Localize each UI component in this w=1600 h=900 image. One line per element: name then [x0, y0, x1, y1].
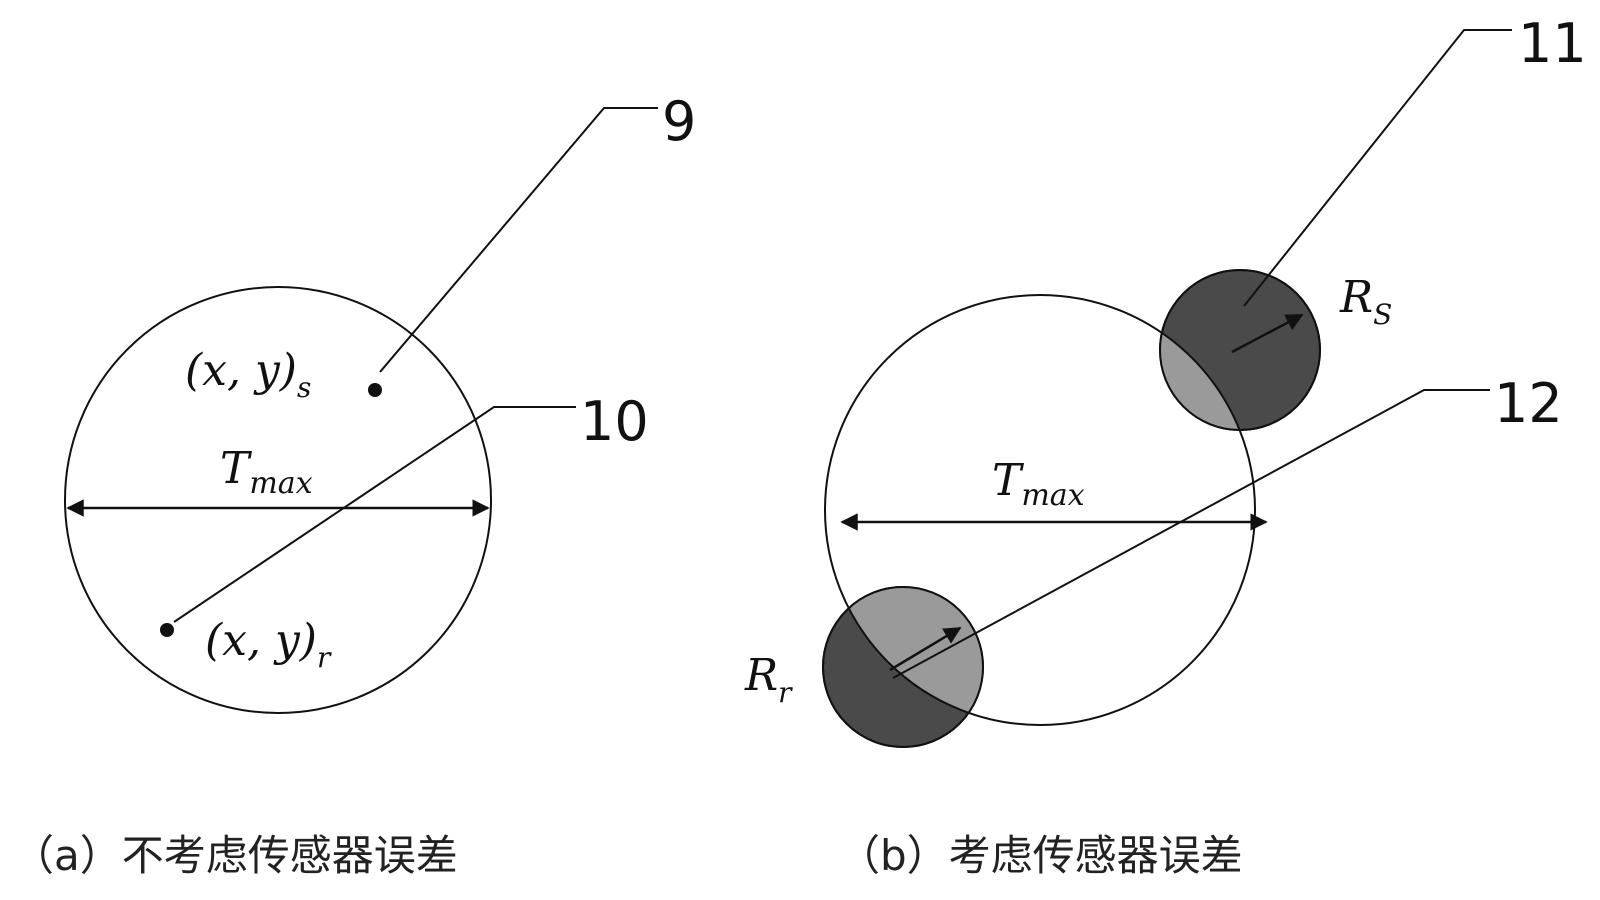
callout-line-9 — [379, 107, 658, 373]
sensor-error-outline-r — [822, 586, 984, 748]
callout-number-10: 10 — [580, 390, 649, 453]
point-r-label: (x, y)r — [205, 615, 332, 674]
tolerance-circle-a — [64, 286, 492, 714]
sensor-point-r — [160, 623, 174, 637]
sensor-error-outline-s — [1159, 269, 1321, 431]
radius-label-s: RS — [1339, 272, 1392, 331]
tolerance-circle-b — [824, 294, 1256, 726]
radius-label-r: Rr — [744, 650, 793, 709]
radius-arrow-r — [889, 626, 962, 672]
diameter-label-b: Tmax — [992, 455, 1085, 513]
callout-line-12 — [892, 389, 1490, 679]
callout-line-10 — [173, 406, 576, 623]
panel-a: Tmax (x, y)s (x, y)r 9 10 （a）不考虑传感器误差 — [12, 90, 696, 880]
callout-line-11 — [1243, 29, 1512, 307]
caption-a: （a）不考虑传感器误差 — [12, 831, 458, 880]
diameter-label-a: Tmax — [220, 443, 313, 501]
callout-number-9: 9 — [662, 90, 696, 153]
sensor-point-s — [368, 383, 382, 397]
caption-b: （b）考虑传感器误差 — [838, 831, 1243, 880]
callout-number-12: 12 — [1494, 372, 1563, 435]
radius-arrow-s — [1231, 313, 1304, 354]
callout-number-11: 11 — [1518, 12, 1587, 75]
point-s-label: (x, y)s — [185, 345, 311, 404]
panel-b: Tmax RS Rr 11 12 （b）考虑传感器误差 — [744, 12, 1587, 880]
